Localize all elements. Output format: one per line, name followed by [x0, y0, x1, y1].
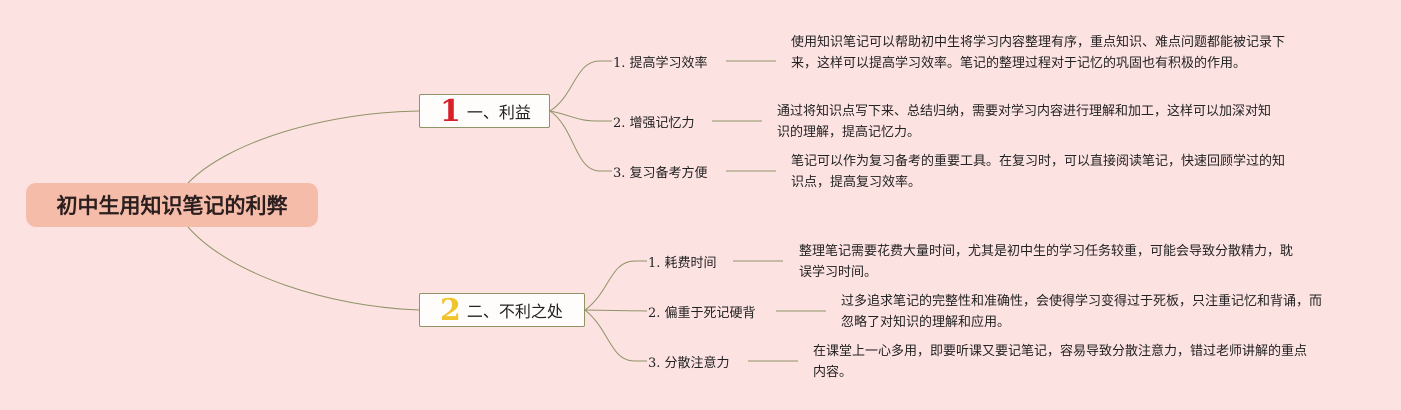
subtopic-efficiency[interactable]: 1. 提高学习效率 [613, 56, 708, 71]
detail-time-cost: 整理笔记需要花费大量时间，尤其是初中生的学习任务较重，可能会导致分散精力，耽误学… [799, 244, 1294, 280]
link-branch-1-item-2 [549, 110, 612, 122]
detail-memory: 通过将知识点写下来、总结归纳，需要对学习内容进行理解和加工，这样可以加深对知识的… [777, 104, 1272, 140]
detail-distraction: 在课堂上一心多用，即要听课又要记笔记，容易导致分散注意力，错过老师讲解的重点内容… [813, 344, 1308, 380]
detail-review: 笔记可以作为复习备考的重要工具。在复习时，可以直接阅读笔记，快速回顾学过的知识点… [791, 154, 1286, 190]
detail-efficiency: 使用知识笔记可以帮助初中生将学习内容整理有序，重点知识、难点问题都能被记录下来，… [791, 35, 1286, 71]
branch-benefits[interactable]: 1 一、利益 [419, 94, 550, 128]
link-branch-2-item-3 [584, 309, 647, 362]
subtopic-rote-memorization[interactable]: 2. 偏重于死记硬背 [648, 306, 756, 321]
detail-rote-memorization: 过多追求笔记的完整性和准确性，会使得学习变得过于死板，只注重记忆和背诵，而忽略了… [841, 294, 1323, 330]
link-root-branch-2 [187, 226, 420, 311]
subtopic-memory[interactable]: 2. 增强记忆力 [613, 116, 695, 131]
link-branch-1-item-3 [549, 110, 612, 172]
branch-label: 二、不利之处 [466, 302, 563, 321]
branch-drawbacks[interactable]: 2 二、不利之处 [419, 293, 585, 327]
branch-label: 一、利益 [466, 103, 531, 122]
subtopic-time-cost[interactable]: 1. 耗费时间 [648, 256, 717, 271]
subtopic-distraction[interactable]: 3. 分散注意力 [648, 356, 730, 371]
root-topic[interactable]: 初中生用知识笔记的利弊 [26, 183, 318, 227]
branch-number: 2 [440, 293, 461, 328]
link-branch-1-item-1 [549, 60, 612, 112]
link-branch-2-item-1 [584, 260, 647, 311]
link-branch-2-item-2 [584, 309, 648, 312]
branch-number: 1 [440, 94, 461, 129]
subtopic-review[interactable]: 3. 复习备考方便 [613, 166, 708, 181]
link-root-branch-1 [187, 110, 420, 184]
